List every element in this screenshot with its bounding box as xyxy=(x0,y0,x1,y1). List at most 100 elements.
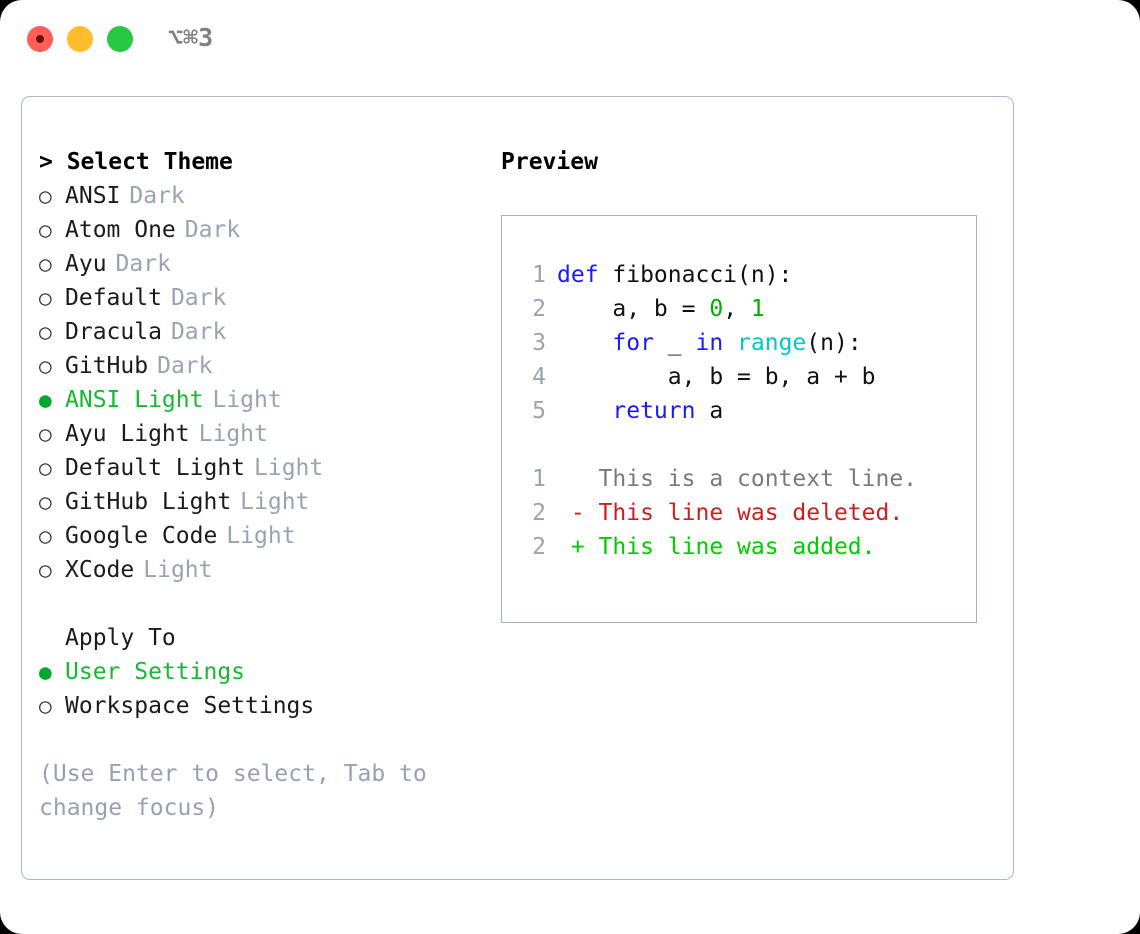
radio-unselected-icon: ○ xyxy=(39,694,52,718)
theme-option-variant: Light xyxy=(240,489,310,515)
theme-option-8[interactable]: ○ Default Light Light xyxy=(39,451,479,485)
radio-selected-icon: ● xyxy=(39,660,52,684)
code-token: a xyxy=(695,398,724,424)
apply-to-option-label: User Settings xyxy=(65,659,246,685)
apply-to-option-0[interactable]: ● User Settings xyxy=(39,655,479,689)
line-content: for _ in range(n): xyxy=(546,330,862,356)
theme-option-variant: Dark xyxy=(170,319,227,345)
code-token: for xyxy=(612,330,654,356)
radio-unselected-icon: ○ xyxy=(39,422,52,446)
close-button[interactable] xyxy=(27,26,53,52)
diff-line: 1 This is a context line. xyxy=(520,462,972,496)
minimize-button[interactable] xyxy=(67,26,93,52)
theme-option-label: Default Light xyxy=(65,455,246,481)
code-token xyxy=(557,398,612,424)
code-token: - This line was deleted. xyxy=(557,500,904,526)
code-token xyxy=(723,330,737,356)
theme-option-label: ANSI Light xyxy=(65,387,204,413)
theme-option-label: Google Code xyxy=(65,523,218,549)
theme-option-10[interactable]: ○ Google Code Light xyxy=(39,519,479,553)
apply-to-heading: Apply To xyxy=(65,625,176,651)
line-content: return a xyxy=(546,398,723,424)
theme-option-variant: Light xyxy=(143,557,213,583)
theme-option-1[interactable]: ○ Atom One Dark xyxy=(39,213,479,247)
code-token: def xyxy=(557,262,599,288)
theme-option-variant: Dark xyxy=(170,285,227,311)
code-token: + This line was added. xyxy=(557,534,876,560)
theme-option-label: GitHub xyxy=(65,353,149,379)
code-token: fibonacci(n): xyxy=(598,262,793,288)
code-token: a, b = b, a + b xyxy=(557,364,876,390)
theme-option-variant: Dark xyxy=(157,353,213,379)
code-token: _ xyxy=(653,330,696,356)
code-line: 2 a, b = 0, 1 xyxy=(520,292,972,326)
radio-unselected-icon: ○ xyxy=(39,320,52,344)
theme-option-variant: Light xyxy=(254,455,324,481)
radio-unselected-icon: ○ xyxy=(39,218,52,242)
line-content: + This line was added. xyxy=(546,534,876,560)
code-token: 1 xyxy=(750,296,765,322)
radio-unselected-icon: ○ xyxy=(39,524,52,548)
code-token: This is a context line. xyxy=(557,466,918,492)
line-content: a, b = b, a + b xyxy=(546,364,876,390)
theme-option-5[interactable]: ○ GitHub Dark xyxy=(39,349,479,383)
line-number: 4 xyxy=(532,364,546,390)
radio-unselected-icon: ○ xyxy=(39,286,52,310)
code-token: a, b = xyxy=(557,296,710,322)
diff-line: 2 + This line was added. xyxy=(520,530,972,564)
radio-unselected-icon: ○ xyxy=(39,354,52,378)
theme-option-label: Ayu xyxy=(65,251,107,277)
code-diff-spacer xyxy=(520,428,972,462)
theme-option-label: Default xyxy=(65,285,162,311)
code-line: 3 for _ in range(n): xyxy=(520,326,972,360)
theme-option-variant: Dark xyxy=(184,217,241,243)
line-number: 1 xyxy=(532,466,546,492)
line-number: 1 xyxy=(532,262,546,288)
theme-option-variant: Dark xyxy=(129,183,185,209)
line-number: 5 xyxy=(532,398,546,424)
theme-option-variant: Light xyxy=(198,421,268,447)
code-token xyxy=(557,330,612,356)
line-content: - This line was deleted. xyxy=(546,500,903,526)
radio-unselected-icon: ○ xyxy=(39,456,52,480)
diff-line: 2 - This line was deleted. xyxy=(520,496,972,530)
theme-option-7[interactable]: ○ Ayu Light Light xyxy=(39,417,479,451)
code-token: , xyxy=(723,296,751,322)
theme-option-variant: Dark xyxy=(115,251,171,277)
line-number: 2 xyxy=(532,296,546,322)
window-shortcut-label: ⌥⌘3 xyxy=(168,23,214,52)
preview-heading: Preview xyxy=(501,149,598,175)
apply-to-option-list: ● User Settings ○ Workspace Settings xyxy=(39,655,479,723)
title-bar: ⌥⌘3 xyxy=(0,0,1140,78)
code-token: return xyxy=(612,398,696,424)
line-content: a, b = 0, 1 xyxy=(546,296,765,322)
theme-option-label: Dracula xyxy=(65,319,162,345)
code-token: (n): xyxy=(806,330,862,356)
theme-option-label: Atom One xyxy=(65,217,176,243)
theme-option-label: GitHub Light xyxy=(65,489,232,515)
apply-to-option-1[interactable]: ○ Workspace Settings xyxy=(39,689,479,723)
theme-option-4[interactable]: ○ Dracula Dark xyxy=(39,315,479,349)
code-token: 0 xyxy=(709,296,724,322)
code-token: in xyxy=(695,330,724,356)
zoom-button[interactable] xyxy=(107,26,133,52)
radio-selected-icon: ● xyxy=(39,388,52,412)
theme-option-label: Ayu Light xyxy=(65,421,190,447)
apply-to-option-label: Workspace Settings xyxy=(65,693,315,719)
theme-picker-heading: > Select Theme xyxy=(39,149,233,175)
theme-option-variant: Light xyxy=(226,523,296,549)
theme-option-3[interactable]: ○ Default Dark xyxy=(39,281,479,315)
line-content: def fibonacci(n): xyxy=(546,262,792,288)
theme-option-label: XCode xyxy=(65,557,135,583)
code-line: 5 return a xyxy=(520,394,972,428)
